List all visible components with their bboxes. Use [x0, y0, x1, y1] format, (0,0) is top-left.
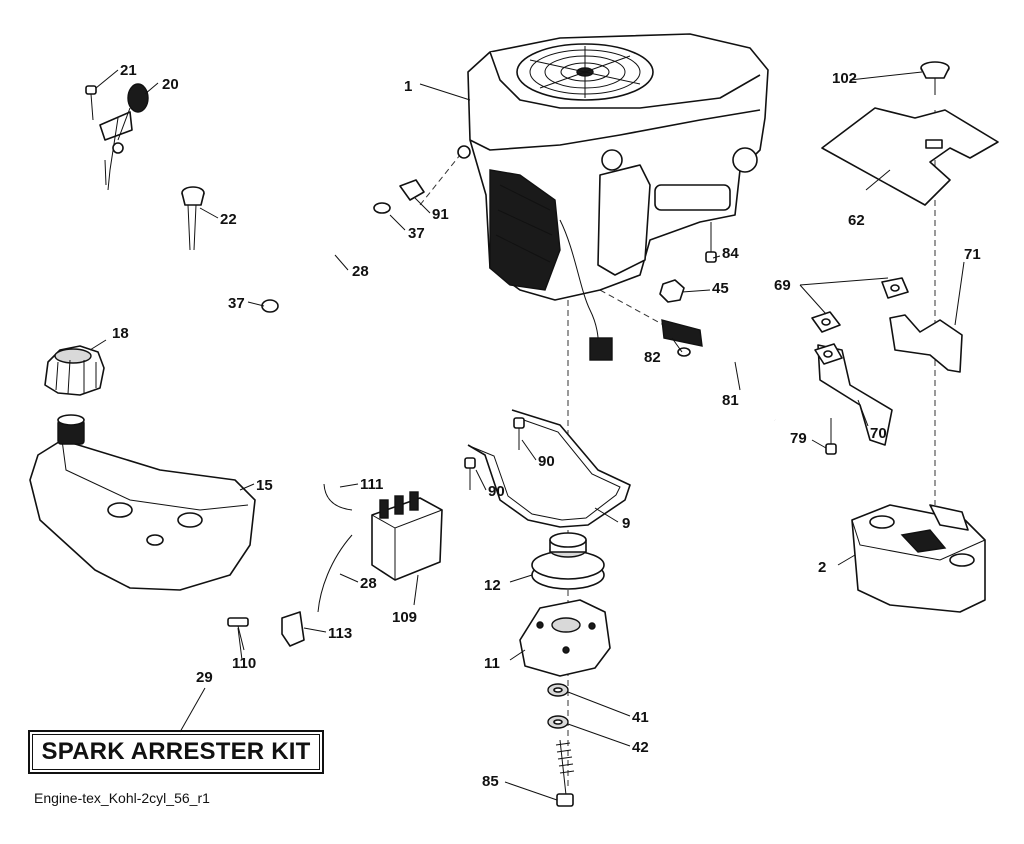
heat-shield-icon: [821, 107, 999, 206]
exhaust-pipe-icon: [817, 314, 963, 446]
fuel-filter-icon: [371, 491, 443, 581]
bolt-84-icon: [705, 222, 717, 263]
callout-37b: 37: [228, 295, 245, 312]
callout-90a: 90: [538, 453, 555, 470]
bolt-icon: [464, 417, 525, 490]
fuel-line-icon: [261, 202, 391, 313]
file-reference: Engine-tex_Kohl-2cyl_56_r1: [34, 790, 210, 806]
callout-111: 111: [360, 476, 383, 493]
callout-70: 70: [870, 425, 887, 442]
callout-42: 42: [632, 739, 649, 756]
knob-icon: [181, 186, 205, 251]
callout-37a: 37: [408, 225, 425, 242]
callout-15: 15: [256, 477, 273, 494]
callout-110: 110: [232, 655, 256, 672]
callout-28a: 28: [352, 263, 369, 280]
washer-icon: [547, 683, 569, 729]
knob-102-icon: [920, 61, 950, 95]
fuel-cap-icon: [44, 345, 105, 396]
callout-79: 79: [790, 430, 807, 447]
pulley-icon: [531, 532, 605, 590]
callout-84: 84: [722, 245, 739, 262]
callout-29: 29: [196, 669, 213, 686]
callout-28b: 28: [360, 575, 377, 592]
throttle-control-icon: [99, 83, 149, 191]
elbow-fitting-icon: [281, 611, 305, 647]
kit-leader: [179, 687, 206, 733]
callout-91: 91: [432, 206, 449, 223]
callout-41: 41: [632, 709, 649, 726]
callout-12: 12: [484, 577, 501, 594]
callout-109: 109: [392, 609, 417, 626]
leader-lines: [89, 69, 965, 801]
gasket-icon: [811, 277, 909, 365]
fuel-tank-icon: [29, 414, 256, 591]
callout-22: 22: [220, 211, 237, 228]
callout-45: 45: [712, 280, 729, 297]
callout-113: 113: [328, 625, 352, 642]
callout-102: 102: [832, 70, 857, 87]
spark-arrester-kit-box: SPARK ARRESTER KIT: [28, 730, 324, 774]
callout-11: 11: [484, 655, 500, 672]
callout-71: 71: [964, 246, 981, 263]
nut-icon: [659, 279, 685, 303]
callout-62: 62: [848, 212, 865, 229]
fitting-icon: [399, 179, 425, 201]
electric-clutch-icon: [519, 599, 611, 677]
bracket-icon: [467, 409, 631, 528]
callout-1: 1: [404, 78, 412, 95]
spark-arrester-kit-label: SPARK ARRESTER KIT: [41, 738, 311, 765]
callout-9: 9: [622, 515, 630, 532]
long-bolt-icon: [555, 739, 575, 807]
callout-85: 85: [482, 773, 499, 790]
callout-18: 18: [112, 325, 129, 342]
screw-icon: [85, 85, 97, 121]
callout-20: 20: [162, 76, 179, 93]
callout-81: 81: [722, 392, 739, 409]
callout-21: 21: [120, 62, 137, 79]
callout-2: 2: [818, 559, 826, 576]
engine-icon: [457, 33, 769, 361]
muffler-icon: [851, 504, 986, 613]
connector-icon: [227, 617, 249, 651]
callout-90b: 90: [488, 483, 505, 500]
fuel-hose-icon: [317, 483, 353, 613]
bolt-79-icon: [825, 418, 837, 455]
hose-connector-icon: [661, 319, 779, 422]
callout-69: 69: [774, 277, 791, 294]
callout-82: 82: [644, 349, 661, 366]
callout-labels: 1 2 9 11 12 15 18 20 21 22 28 28 29 37 3…: [112, 62, 981, 790]
